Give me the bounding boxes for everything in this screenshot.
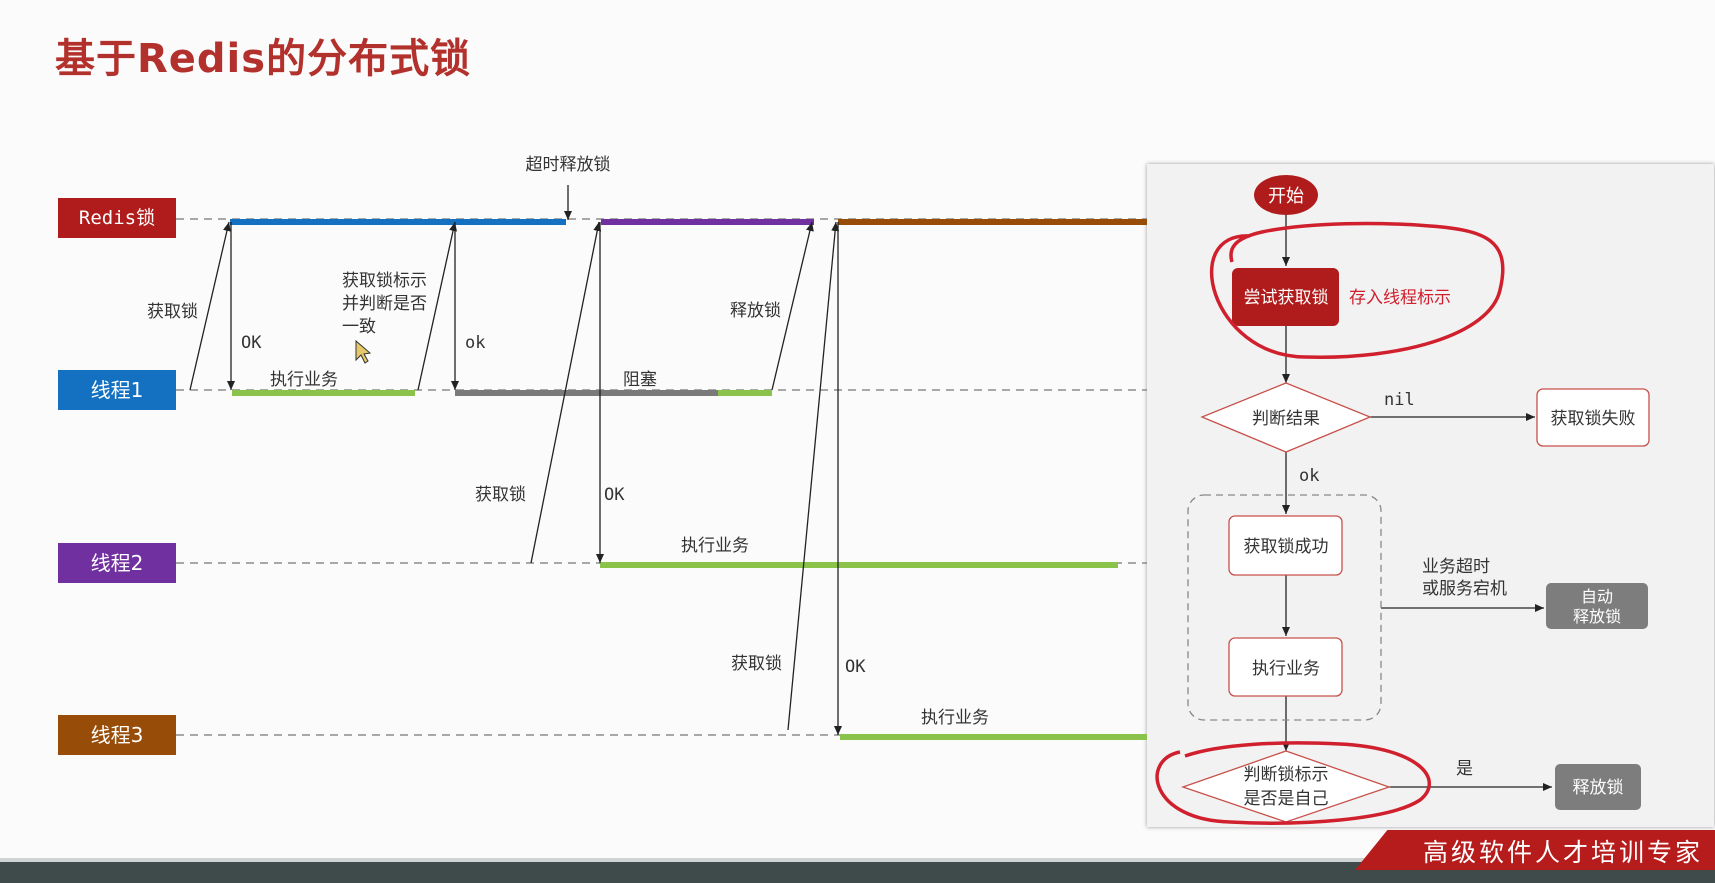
t1-check-arrow [417, 221, 457, 391]
t1-check-label-line2: 并判断是否 [342, 294, 427, 314]
flow-release-label: 释放锁 [1573, 778, 1624, 798]
mouse-cursor-icon [355, 339, 372, 364]
flow-try-lock-label: 尝试获取锁 [1244, 288, 1329, 308]
flow-yes-label: 是 [1456, 759, 1473, 779]
flow-exec-business-node [1228, 637, 1343, 697]
flow-auto-release-line1: 自动 [1581, 587, 1613, 606]
flow-lock-success-label: 获取锁成功 [1244, 537, 1329, 557]
flowchart: 开始 尝试获取锁 存入线程标示 判断结果 nil 获取锁失败 ok 获取锁成功 … [1155, 175, 1650, 825]
t3-ok-label: OK [845, 657, 866, 677]
lane-thread2: 线程2 [58, 543, 176, 583]
slide-title: 基于Redis的分布式锁 [55, 36, 472, 82]
t1-ok-label: OK [241, 333, 262, 353]
lane-thread1-label: 线程1 [91, 378, 144, 402]
flow-try-lock-node [1232, 268, 1339, 326]
t1-exec-label: 执行业务 [270, 370, 338, 390]
timeline-arrows [189, 185, 842, 735]
lane-thread1: 线程1 [58, 370, 176, 410]
footer-bar [0, 862, 1715, 883]
lane-thread2-label: 线程2 [91, 551, 144, 575]
t1-ok2-label: ok [465, 333, 485, 353]
flow-auto-release-node [1546, 583, 1648, 629]
success-group-box [1187, 494, 1382, 721]
lane-redis: Redis锁 [58, 198, 176, 238]
t1-release-label: 释放锁 [730, 301, 781, 321]
brand-text: 高级软件人才培训专家 [1422, 838, 1703, 867]
flow-lock-fail-node [1536, 388, 1650, 447]
t1-check-label-line1: 获取锁标示 [342, 271, 427, 291]
flow-judge-id-line1: 判断锁标示 [1244, 765, 1329, 785]
timeout-release-label: 超时释放锁 [526, 155, 611, 175]
t3-exec-label: 执行业务 [921, 708, 989, 728]
flow-lock-success-node [1228, 515, 1343, 576]
t1-acquire-label: 获取锁 [147, 302, 198, 322]
t2-ok-label: OK [604, 485, 625, 505]
lane-thread3-label: 线程3 [91, 723, 144, 747]
lane-thread3: 线程3 [58, 715, 176, 755]
flow-lock-fail-label: 获取锁失败 [1551, 409, 1636, 429]
t2-acquire-arrow [530, 221, 602, 564]
flow-nil-label: nil [1384, 390, 1415, 410]
lane-redis-label: Redis锁 [79, 207, 155, 229]
flow-exec-business-label: 执行业务 [1252, 659, 1320, 679]
flow-start-label: 开始 [1268, 186, 1304, 207]
flow-ok-label: ok [1299, 466, 1319, 486]
t1-check-label-line3: 一致 [342, 317, 376, 337]
t2-exec-label: 执行业务 [681, 536, 749, 556]
flow-start-node [1254, 175, 1318, 215]
t3-acquire-arrow [787, 221, 840, 731]
flow-judge-result-node [1200, 382, 1372, 453]
t3-acquire-label: 获取锁 [731, 654, 782, 674]
flow-judge-result-label: 判断结果 [1252, 409, 1320, 429]
dashed-timelines [176, 218, 1147, 736]
flow-judge-id-node [1181, 750, 1391, 823]
footer-strip [0, 858, 1715, 862]
flow-judge-id-line2: 是否是自己 [1244, 789, 1329, 809]
flow-timeout-line1: 业务超时 [1422, 557, 1490, 577]
brand-banner [1355, 830, 1715, 870]
highlight-loop-try-lock [1209, 221, 1505, 359]
highlight-loop-judge-id [1155, 741, 1431, 825]
flow-timeout-line2: 或服务宕机 [1422, 579, 1507, 599]
t1-release-arrow [771, 221, 814, 391]
t1-blocked-label: 阻塞 [623, 370, 657, 390]
flow-auto-release-line2: 释放锁 [1573, 607, 1621, 626]
flow-release-node [1555, 764, 1641, 810]
t1-acquire-arrow [189, 221, 231, 391]
t2-acquire-label: 获取锁 [475, 485, 526, 505]
flow-store-id-label: 存入线程标示 [1349, 288, 1451, 308]
